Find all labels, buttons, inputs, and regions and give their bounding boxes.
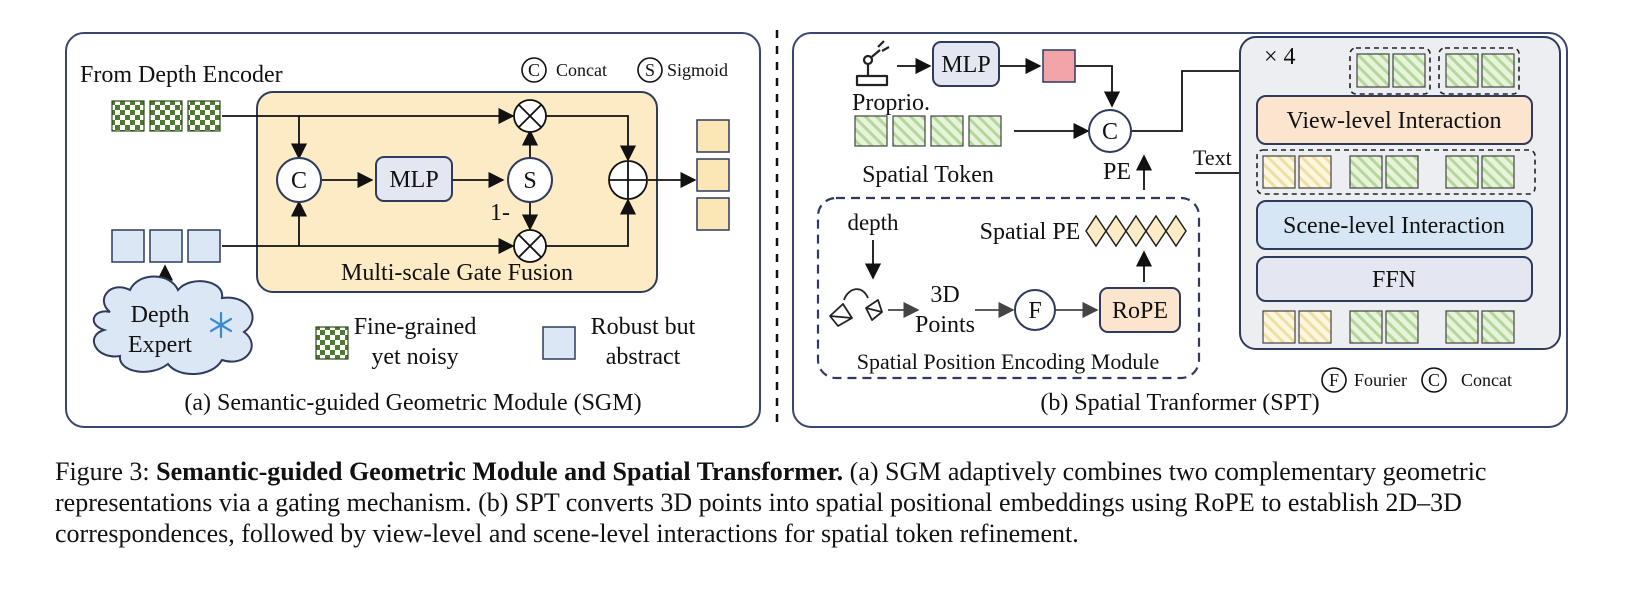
concat-node bbox=[276, 157, 322, 203]
robot-arm-icon bbox=[855, 40, 890, 87]
sigmoid-node bbox=[507, 157, 553, 203]
legend-robust-line2: abstract bbox=[606, 344, 681, 370]
add-node-icon bbox=[608, 160, 648, 200]
fourier-node-symbol: F bbox=[1028, 298, 1041, 324]
fourier-node bbox=[1014, 289, 1056, 331]
sigmoid-node-symbol: S bbox=[523, 168, 536, 194]
depth-expert-line1: Depth bbox=[131, 302, 190, 328]
sgm-mlp-box bbox=[375, 156, 453, 202]
depth-expert-cloud bbox=[92, 275, 254, 376]
legend-concat-label: Concat bbox=[556, 60, 607, 80]
proprio-token bbox=[1042, 49, 1076, 83]
caption-body: (a) SGM adaptively combines two compleme… bbox=[55, 457, 1487, 548]
legend-sigmoid-icon bbox=[637, 57, 663, 83]
points-3d-line2: Points bbox=[915, 312, 975, 338]
spt-mlp-label: MLP bbox=[941, 52, 990, 78]
ffn-box bbox=[1256, 256, 1533, 302]
spt-mlp-box bbox=[932, 41, 1000, 87]
output-tokens bbox=[696, 119, 730, 231]
diagram-svg: From Depth Encoder C Concat S Sigmoid Mu… bbox=[65, 30, 1568, 430]
one-minus-label: 1- bbox=[490, 200, 510, 226]
legend-sigmoid-symbol: S bbox=[645, 60, 655, 80]
top-token-group-1 bbox=[1349, 47, 1431, 95]
view-level-label: View-level Interaction bbox=[1286, 108, 1501, 134]
spatial-pe-diamonds bbox=[1085, 214, 1187, 248]
spe-module-box bbox=[816, 196, 1201, 380]
pe-label: PE bbox=[1103, 159, 1131, 185]
legend-fine-swatch bbox=[315, 326, 349, 360]
gate-fusion-box bbox=[256, 91, 658, 293]
snowflake-icon bbox=[209, 311, 233, 339]
legend-spt-concat-icon bbox=[1421, 367, 1447, 393]
sgm-panel-caption: (a) Semantic-guided Geometric Module (SG… bbox=[184, 390, 641, 416]
legend-concat-icon bbox=[521, 57, 547, 83]
legend-spt-concat-label: Concat bbox=[1461, 370, 1512, 390]
robust-tokens bbox=[111, 229, 221, 263]
spatial-token-label: Spatial Token bbox=[862, 162, 994, 188]
legend-spt-concat-symbol: C bbox=[1428, 370, 1440, 390]
caption-prefix: Figure 3: bbox=[55, 457, 157, 486]
concat-node-symbol: C bbox=[291, 168, 307, 194]
spatial-pe-label: Spatial PE bbox=[980, 219, 1081, 245]
from-depth-encoder-label: From Depth Encoder bbox=[80, 62, 283, 88]
camera-views-icon bbox=[829, 288, 883, 327]
fine-grained-tokens bbox=[111, 100, 221, 132]
gate-fusion-label: Multi-scale Gate Fusion bbox=[341, 260, 573, 286]
top-token-group-2 bbox=[1438, 47, 1520, 95]
legend-fine-line1: Fine-grained bbox=[354, 314, 477, 340]
sgm-mlp-label: MLP bbox=[389, 167, 438, 193]
middle-token-group bbox=[1256, 149, 1536, 195]
legend-robust-line1: Robust but bbox=[591, 314, 696, 340]
spatial-tokens bbox=[854, 115, 1002, 147]
scene-level-label: Scene-level Interaction bbox=[1283, 213, 1505, 239]
figure-caption: Figure 3: Semantic-guided Geometric Modu… bbox=[55, 456, 1575, 549]
times-four-label: × 4 bbox=[1264, 44, 1296, 70]
spt-concat-node bbox=[1088, 109, 1132, 153]
text-input-label: Text bbox=[1193, 145, 1232, 170]
multiply-bottom-icon bbox=[513, 229, 547, 263]
spt-panel-caption: (b) Spatial Tranformer (SPT) bbox=[1040, 390, 1319, 416]
legend-robust-swatch bbox=[542, 326, 576, 360]
points-3d-line1: 3D bbox=[930, 282, 959, 308]
scene-level-box bbox=[1256, 200, 1533, 250]
legend-fourier-label: Fourier bbox=[1354, 370, 1407, 390]
bottom-tokens bbox=[1262, 310, 1515, 344]
caption-title: Semantic-guided Geometric Module and Spa… bbox=[156, 457, 844, 486]
legend-fourier-icon bbox=[1321, 367, 1347, 393]
ffn-label: FFN bbox=[1372, 267, 1416, 293]
spe-module-label: Spatial Position Encoding Module bbox=[857, 349, 1160, 374]
rope-label: RoPE bbox=[1112, 298, 1168, 324]
legend-fine-line2: yet noisy bbox=[371, 344, 458, 370]
multiply-top-icon bbox=[513, 99, 547, 133]
legend-concat-symbol: C bbox=[528, 60, 540, 80]
depth-label: depth bbox=[847, 210, 899, 235]
proprio-label: Proprio. bbox=[852, 90, 930, 116]
sgm-connections bbox=[156, 107, 697, 300]
depth-expert-line2: Expert bbox=[128, 332, 192, 358]
middle-tokens bbox=[1262, 155, 1515, 189]
legend-fourier-symbol: F bbox=[1329, 370, 1339, 390]
view-level-box bbox=[1256, 95, 1533, 145]
spt-concat-symbol: C bbox=[1102, 119, 1118, 145]
figure-diagram: From Depth Encoder C Concat S Sigmoid Mu… bbox=[65, 30, 1568, 430]
rope-box bbox=[1099, 287, 1181, 333]
legend-sigmoid-label: Sigmoid bbox=[667, 60, 728, 80]
